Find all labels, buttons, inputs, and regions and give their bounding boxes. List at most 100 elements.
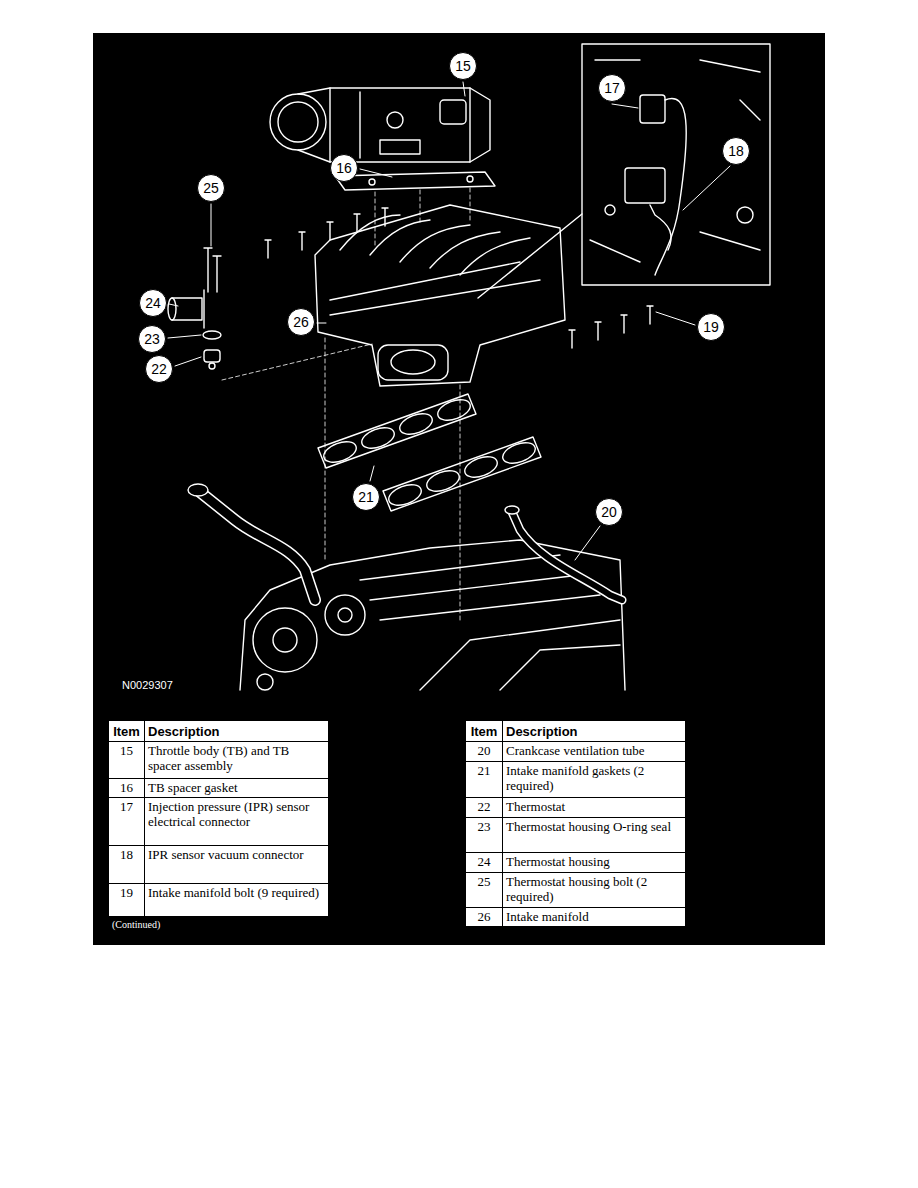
- detail-inset: [590, 60, 760, 262]
- leader-line: [370, 466, 374, 481]
- table-row: 26Intake manifold: [466, 908, 686, 927]
- detail-inset: [478, 44, 770, 298]
- table-header-row: ItemDescription: [109, 721, 329, 742]
- table-row: 15Throttle body (TB) and TB spacer assem…: [109, 742, 329, 779]
- manifold-gasket: [500, 439, 538, 468]
- leader-line: [656, 312, 695, 325]
- table-cell: Crankcase ventilation tube: [503, 742, 686, 762]
- callout-number: 24: [145, 296, 161, 310]
- part-description: Intake manifold: [506, 909, 589, 924]
- part-description: Intake manifold bolt (9 required): [148, 885, 319, 900]
- throttle-body: [387, 112, 403, 128]
- callout-circle: 15: [449, 52, 477, 80]
- table-cell: Description: [145, 721, 329, 742]
- callout-number: 18: [728, 144, 744, 158]
- spacer-gasket: [467, 176, 473, 182]
- table-cell: Item: [109, 721, 145, 742]
- engine-block: [273, 628, 297, 652]
- manifold-gasket: [318, 394, 476, 468]
- manifold-gasket: [321, 438, 359, 467]
- manifold-gasket: [397, 410, 435, 439]
- table-header-row: Item Description: [466, 721, 686, 742]
- leader-line: [683, 166, 730, 210]
- crankcase-tube: [505, 506, 519, 514]
- callout-number: 21: [358, 490, 374, 504]
- throttle-body: [270, 94, 326, 150]
- manifold-bolt: [569, 306, 653, 348]
- table-row: 16 TB spacer gasket: [109, 779, 329, 798]
- thermostat-housing: [203, 290, 204, 328]
- detail-inset: [582, 44, 770, 285]
- callout-circle: 18: [722, 137, 750, 165]
- filler-tube: [200, 492, 315, 600]
- alignment-line: [222, 344, 372, 380]
- detail-inset: [605, 205, 615, 215]
- table-row: 21Intake manifold gaskets (2 required): [466, 762, 686, 798]
- column-heading: Description: [148, 724, 220, 739]
- callout-number: 26: [293, 315, 309, 329]
- continued-note: (Continued): [112, 919, 160, 930]
- callout-number: 17: [604, 81, 620, 95]
- parts-table: ItemDescription15Throttle body (TB) and …: [108, 720, 329, 917]
- callout-number: 23: [144, 332, 160, 346]
- thermostat: [209, 363, 215, 369]
- table-row: 18IPR sensor vacuum connector: [109, 846, 329, 884]
- leader-line: [168, 335, 201, 338]
- callout-number: 22: [151, 362, 167, 376]
- table-cell: 21: [466, 762, 503, 798]
- line-art: [168, 44, 770, 690]
- leader-line: [463, 82, 465, 96]
- manifold-gasket: [383, 437, 541, 511]
- leader-line: [317, 323, 326, 324]
- detail-inset: [625, 168, 665, 203]
- table-cell: Description: [503, 721, 686, 742]
- filler-tube: [188, 484, 208, 496]
- callout-number: 15: [455, 59, 471, 73]
- leader-line: [169, 304, 178, 306]
- alignment-line: [222, 188, 470, 620]
- table-cell: Thermostat housing: [503, 853, 686, 873]
- engine-block: [338, 608, 352, 622]
- table-row: 17Injection pressure (IPR) sensor electr…: [109, 798, 329, 846]
- part-description: Thermostat housing bolt (2 required): [506, 874, 647, 904]
- callout-circle: 17: [598, 74, 626, 102]
- item-number: 25: [478, 874, 491, 889]
- callout-circle: 16: [330, 154, 358, 182]
- table-cell: 17: [109, 798, 145, 846]
- manifold-gasket: [386, 481, 424, 510]
- intake-manifold: [378, 345, 448, 380]
- callout-circle: 26: [287, 308, 315, 336]
- housing-bolt: [204, 248, 221, 292]
- leader-line: [211, 204, 212, 246]
- throttle-body: [380, 140, 420, 154]
- table-cell: Item: [466, 721, 503, 742]
- part-description: Throttle body (TB) and TB spacer assembl…: [148, 743, 289, 773]
- column-heading: Item: [471, 724, 498, 739]
- table-cell: TB spacer gasket: [145, 779, 329, 798]
- table-cell: 16: [109, 779, 145, 798]
- callout-circle: 23: [138, 325, 166, 353]
- manifold-gasket: [424, 467, 462, 496]
- black-panel: [93, 33, 825, 945]
- filler-tube: [188, 484, 315, 600]
- callout-number: 16: [336, 161, 352, 175]
- callout-circle: 22: [145, 355, 173, 383]
- spacer-gasket: [369, 179, 375, 185]
- item-number: 20: [478, 743, 491, 758]
- leader-line: [612, 104, 638, 108]
- leader-line: [175, 357, 201, 366]
- callout-circle: 20: [595, 498, 623, 526]
- housing-bolt: [204, 248, 221, 292]
- leader-line: [360, 169, 392, 177]
- throttle-body: [298, 88, 490, 162]
- callout-number: 20: [601, 505, 617, 519]
- item-number: 16: [120, 780, 133, 795]
- item-number: 24: [478, 854, 491, 869]
- throttle-body: [278, 102, 318, 142]
- table-cell: Injection pressure (IPR) sensor electric…: [145, 798, 329, 846]
- thermostat: [204, 350, 220, 362]
- table-cell: 18: [109, 846, 145, 884]
- table-cell: Intake manifold: [503, 908, 686, 927]
